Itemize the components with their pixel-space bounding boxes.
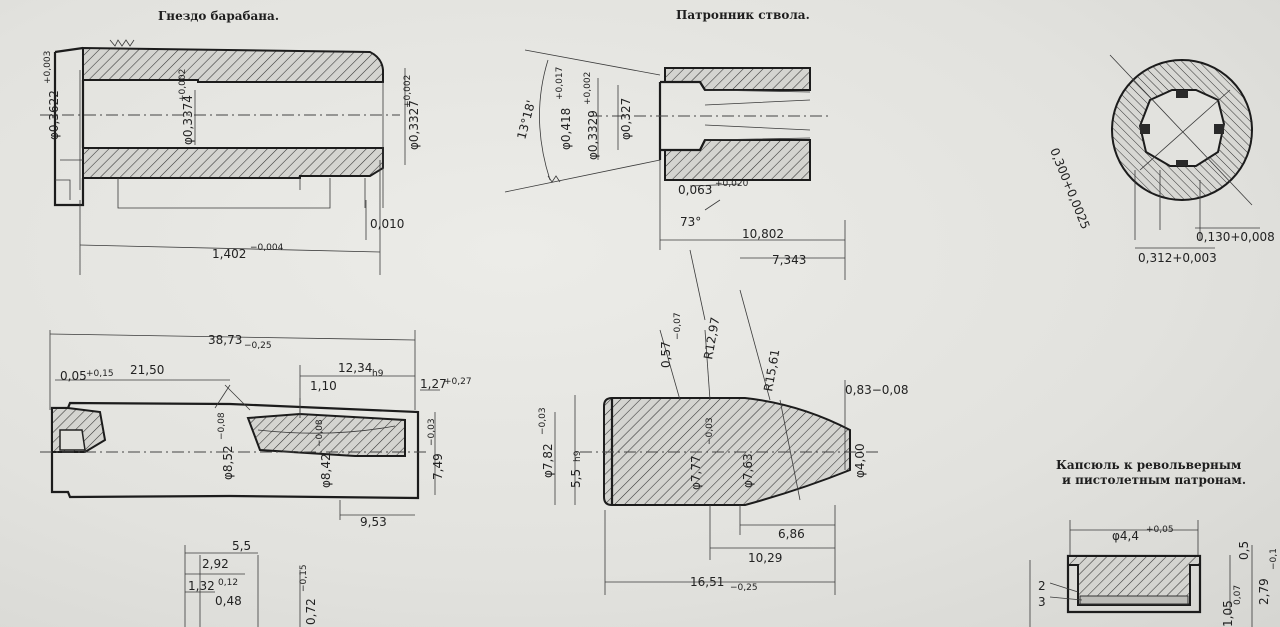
- bullet-r-ogive2: R15,61: [761, 348, 782, 392]
- bore-section-drawing: [1109, 54, 1260, 249]
- bullet-r-ogive1: R12,97: [701, 316, 722, 360]
- cartridge-d-mouth: 7,49: [431, 453, 445, 480]
- chamber-d3: φ0,327: [619, 98, 633, 140]
- bullet-d-mid: φ7,63: [741, 453, 755, 488]
- chamber-d2: φ0,3329: [586, 110, 600, 160]
- cartridge-overall-tol: −0,25: [244, 341, 272, 351]
- bullet-d-rear: φ7,77: [689, 455, 703, 490]
- rim-c: 1,32: [188, 579, 215, 593]
- bullet-len-front: 10,29: [748, 551, 782, 565]
- bullet-taper: 0,57: [659, 341, 673, 368]
- cartridge-rim: 1,27: [420, 377, 447, 391]
- rim-detail-drawing: [184, 545, 301, 627]
- bore-land: 0,130+0,008: [1196, 230, 1275, 244]
- title-primer-line1: Капсюль к револьверным: [1056, 458, 1242, 472]
- cartridge-tip: 9,53: [360, 515, 387, 529]
- cartridge-overall: 38,73: [208, 333, 242, 347]
- bullet-d-shank-tol: −0,03: [538, 407, 548, 435]
- chamber-lead-tol: +0,020: [715, 179, 749, 189]
- rim-e: 0,72: [304, 598, 318, 625]
- drum-socket-drawing: [40, 39, 406, 275]
- cartridge-rim-gap-tol: +0,15: [86, 369, 114, 379]
- bullet-d-tip: φ4,00: [853, 443, 867, 478]
- rim-e-tol: −0,15: [299, 564, 309, 592]
- primer-cap-tol: 0,07: [1233, 585, 1243, 605]
- cartridge-d-body-tol: −0,08: [217, 412, 227, 440]
- chamber-d2-tol: +0,002: [583, 72, 593, 105]
- cartridge-rim-gap: 0,05: [60, 369, 87, 383]
- cartridge-d-body: φ8,52: [221, 445, 235, 480]
- bullet-d-shank: φ7,82: [541, 443, 555, 478]
- chamber-len-a: 10,802: [742, 227, 784, 241]
- socket-d-end-tol: +0,002: [403, 75, 413, 108]
- chamber-d1-tol: +0,017: [555, 67, 565, 100]
- bullet-d-rear-tol: −0,03: [705, 417, 715, 445]
- primer-label-3: 3: [1038, 595, 1046, 609]
- chamber-angle: 13°18': [514, 99, 538, 141]
- bore-d-groove: 0,300+0,0025: [1047, 146, 1092, 231]
- cartridge-d-neck-tol: −0,08: [315, 419, 325, 447]
- socket-length: 1,402: [212, 247, 246, 261]
- chamber-lead: 0,063: [678, 183, 712, 197]
- bullet-length-tol: −0,25: [730, 583, 758, 593]
- primer-h: 2,79: [1257, 578, 1271, 605]
- title-drum-socket: Гнездо барабана.: [158, 9, 279, 23]
- rim-a: 5,5: [232, 539, 251, 553]
- cartridge-d-neck: φ8,42: [319, 453, 333, 488]
- title-primer-line2: и пистолетным патронам.: [1062, 473, 1246, 487]
- cartridge-case-len: 21,50: [130, 363, 164, 377]
- chamber-angle2: 73°: [680, 215, 701, 229]
- socket-d-bore-tol: +0,002: [178, 69, 188, 102]
- bullet-shank-len-tol: h9: [573, 450, 583, 462]
- cartridge-neck-tol: h9: [372, 369, 384, 379]
- chamber-len-b: 7,343: [772, 253, 806, 267]
- primer-cap: 1,05: [1221, 600, 1235, 627]
- bullet-drawing: [554, 249, 880, 595]
- chamber-d1: φ0,418: [559, 108, 573, 150]
- primer-drawing: [1029, 520, 1253, 627]
- bore-d-land: 0,312+0,003: [1138, 251, 1217, 265]
- socket-d-end: φ0,3327: [407, 100, 421, 150]
- title-barrel-chamber: Патронник ствола.: [676, 8, 810, 22]
- socket-length-tol: −0,004: [250, 243, 284, 253]
- barrel-chamber-drawing: [504, 49, 846, 280]
- bullet-taper-tol: −0,07: [673, 312, 683, 340]
- socket-d-outer-tol: +0,003: [43, 51, 53, 84]
- rim-b: 2,92: [202, 557, 229, 571]
- socket-d-outer: φ0,3622: [47, 90, 61, 140]
- primer-label-2: 2: [1038, 579, 1046, 593]
- socket-step: 0,010: [370, 217, 404, 231]
- primer-h-tol: −0,1: [1269, 548, 1279, 570]
- rim-d: 0,48: [215, 594, 242, 608]
- cartridge-d-mouth-tol: −0,03: [427, 418, 437, 446]
- bullet-len-ogive: 6,86: [778, 527, 805, 541]
- cartridge-neck: 12,34: [338, 361, 372, 375]
- bullet-length: 16,51: [690, 575, 724, 589]
- cartridge-rim-tol: +0,27: [444, 377, 472, 387]
- bullet-tip: 0,83−0,08: [845, 383, 909, 397]
- socket-d-bore: φ0,3374: [181, 95, 195, 145]
- cartridge-drawing: [40, 330, 440, 520]
- primer-w: 0,5: [1237, 541, 1251, 560]
- primer-d-tol: +0,05: [1146, 525, 1174, 535]
- rim-c-tol: 0,12: [218, 578, 238, 588]
- primer-d: φ4,4: [1112, 529, 1139, 543]
- cartridge-groove-w: 1,10: [310, 379, 337, 393]
- bullet-shank-len: 5,5: [569, 469, 583, 488]
